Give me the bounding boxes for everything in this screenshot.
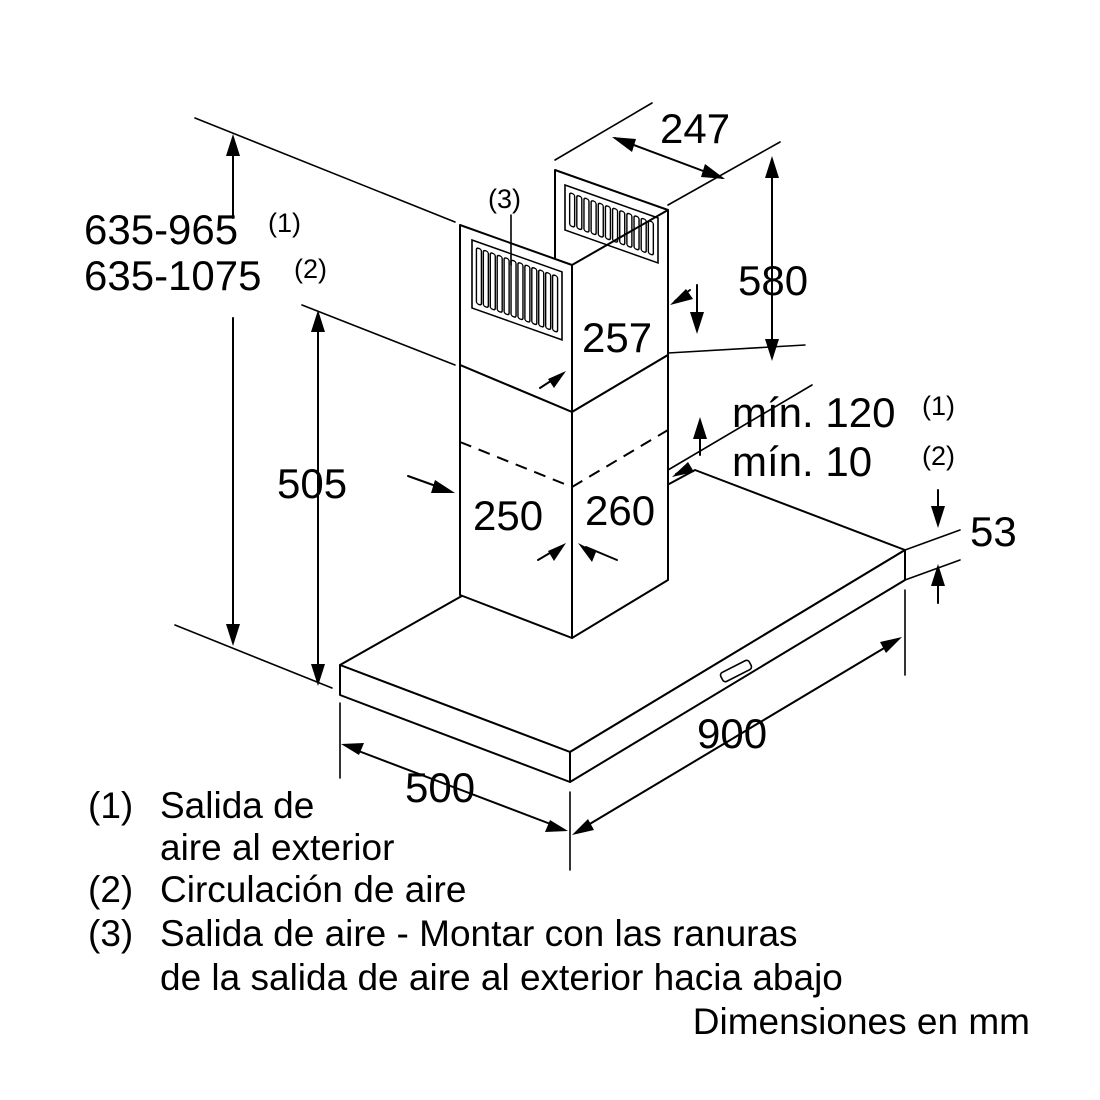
vent-slot [510, 259, 517, 318]
total-height-2-label: 635-1075 [84, 252, 262, 299]
vent-slot [647, 220, 655, 256]
upper-width-label: 247 [660, 105, 730, 152]
legend-2-line-1: Circulación de aire [160, 869, 466, 910]
upper-depth-label: 257 [582, 314, 652, 361]
vent-slot [619, 210, 626, 246]
vent-slot [604, 205, 612, 241]
legend-1-line-1: Salida de [160, 785, 314, 826]
lower-chimney [459, 354, 669, 639]
vent-slot [611, 207, 619, 243]
vent-slot [551, 274, 559, 333]
lower-depth-label: 260 [585, 487, 655, 534]
total-height-1-note: (1) [268, 208, 301, 238]
vent-slot [633, 215, 640, 251]
min-gap-1-label: mín. 120 [732, 389, 895, 436]
vent-slot [517, 262, 524, 321]
vent-slot [544, 271, 552, 331]
vent-slot [568, 192, 576, 228]
vent-slots-icon [471, 238, 563, 341]
vent-slot [583, 197, 590, 233]
min-gap-2-label: mín. 10 [732, 438, 872, 485]
legend-3-line-2: de la salida de aire al exterior hacia a… [160, 957, 843, 998]
lower-width-label: 250 [473, 492, 543, 539]
legend-3-line-1: Salida de aire - Montar con las ranuras [160, 913, 798, 954]
control-panel-icon [719, 659, 753, 683]
vent-slots-back-icon [564, 183, 659, 265]
overlap-line-front [459, 441, 573, 488]
vent-slot [640, 217, 647, 253]
vent-slot [503, 257, 510, 316]
vent-slot [576, 195, 583, 231]
vent-slot [524, 264, 531, 323]
upper-height-label: 580 [738, 257, 808, 304]
legend-1-number: (1) [88, 785, 133, 826]
legend-2-number: (2) [88, 869, 133, 910]
canopy-thickness-label: 53 [970, 508, 1017, 555]
dimension-labels: 635-965 (1) 635-1075 (2) 505 247 580 257… [84, 105, 1017, 811]
vent-slot [482, 249, 490, 308]
upper-chimney [459, 169, 669, 413]
min-gap-2-note: (2) [922, 441, 955, 471]
units-note: Dimensiones en mm [693, 1001, 1030, 1042]
legend: (1) Salida de aire al exterior (2) Circu… [88, 785, 1030, 1042]
lower-height-label: 505 [277, 460, 347, 507]
canopy-width-label: 900 [697, 710, 767, 757]
legend-1-line-2: aire al exterior [160, 827, 394, 868]
vent-slot [489, 252, 496, 311]
vent-slot [590, 200, 597, 236]
canopy-depth-label: 500 [405, 764, 475, 811]
total-height-1-label: 635-965 [84, 206, 238, 253]
canopy [339, 469, 906, 783]
dimension-lines [174, 102, 961, 871]
vent-slot [496, 254, 503, 313]
callout-3-label: (3) [488, 184, 521, 214]
legend-3-number: (3) [88, 913, 133, 954]
vent-slot [538, 269, 545, 328]
vent-slot [475, 247, 483, 306]
vent-slot [531, 267, 538, 326]
vent-slot [626, 212, 633, 248]
min-gap-1-note: (1) [922, 391, 955, 421]
lower-chimney-side-face [571, 354, 669, 639]
vent-slot [597, 202, 604, 238]
total-height-2-note: (2) [294, 254, 327, 284]
